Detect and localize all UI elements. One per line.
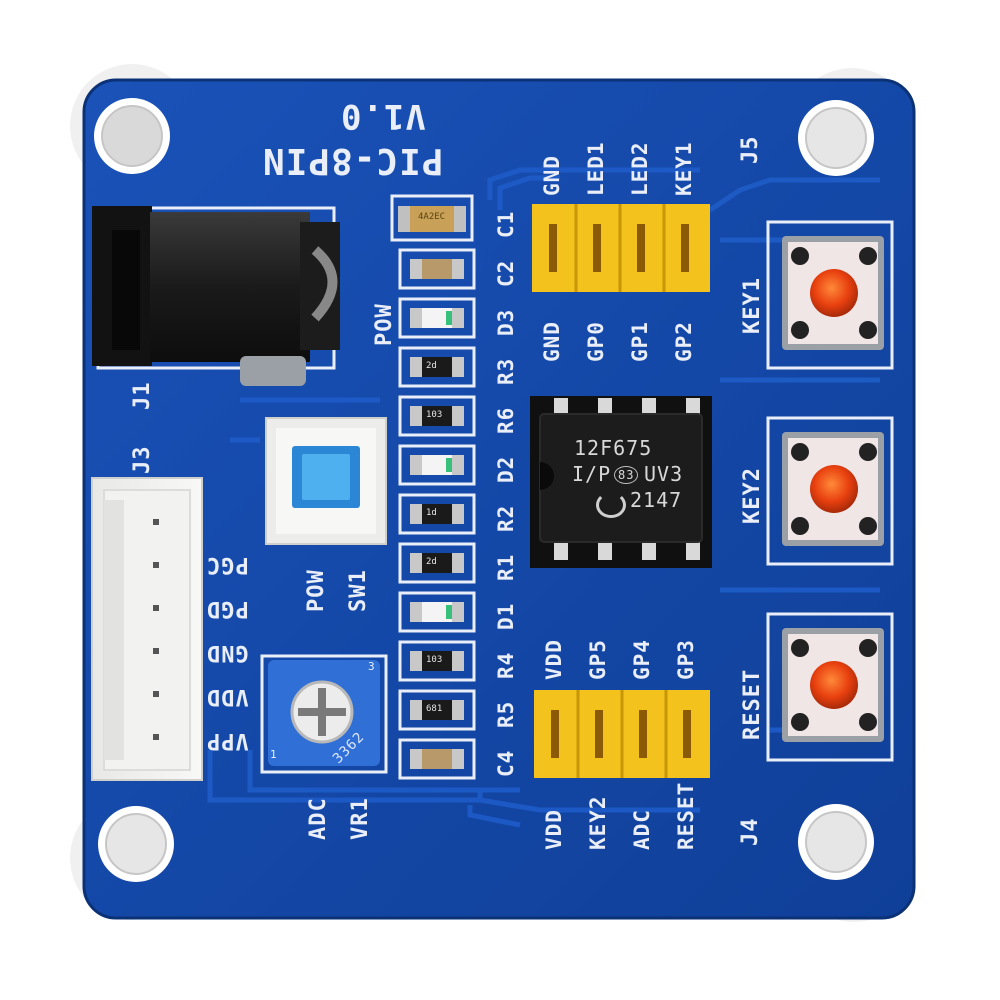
jumper-block-j4	[534, 690, 710, 778]
c1-code: 4A2EC	[418, 212, 446, 222]
smd-code: 2d	[426, 361, 437, 371]
j4-bottom-key2: KEY2	[586, 795, 610, 850]
j5-top-gnd: GND	[540, 155, 564, 196]
smd-part	[398, 297, 476, 339]
smd-label-r4: R4	[494, 651, 518, 679]
label-key1: KEY1	[740, 277, 765, 334]
smd-label-d3: D3	[494, 308, 518, 336]
dc-jack-j1	[92, 206, 340, 386]
label-j3: J3	[130, 445, 155, 475]
smd-label-d2: D2	[494, 455, 518, 483]
label-sw1-pow: POW	[304, 569, 329, 612]
smd-label-r2: R2	[494, 504, 518, 532]
smd-column	[390, 194, 474, 242]
prog-pin-vdd: VDD	[206, 684, 249, 709]
smd-label-d1: D1	[494, 602, 518, 630]
label-vr1-adc: ADC	[306, 797, 331, 840]
smd-code: 681	[426, 704, 443, 714]
label-j4: J4	[738, 817, 763, 847]
chip-line2b: UV3	[644, 462, 684, 486]
label-j5: J5	[738, 135, 763, 165]
smd-label-c2: C2	[494, 259, 518, 287]
smd-code: 103	[426, 655, 443, 665]
power-switch-sw1	[265, 417, 387, 545]
j4-bottom-reset: RESET	[674, 781, 698, 850]
smd-code: 103	[426, 410, 443, 420]
label-pow-led: POW	[372, 303, 397, 346]
smd-label-r1: R1	[494, 553, 518, 581]
chip-logo: 83	[614, 466, 639, 484]
smd-part	[398, 395, 476, 437]
j5-bottom-gp1: GP1	[628, 321, 652, 362]
prog-pin-gnd: GND	[206, 640, 249, 665]
smd-label-c4: C4	[494, 749, 518, 777]
smd-part	[398, 444, 476, 486]
j5-bottom-gp0: GP0	[584, 321, 608, 362]
smd-label-r5: R5	[494, 700, 518, 728]
j4-top-gp3: GP3	[674, 639, 698, 680]
board-title: PIC-8PIN	[262, 140, 444, 181]
j4-top-vdd: VDD	[542, 639, 566, 680]
smd-part	[398, 542, 476, 584]
button-key2	[766, 416, 894, 566]
button-reset	[766, 612, 894, 762]
smd-part	[398, 640, 476, 682]
smd-part	[398, 591, 476, 633]
smd-label-r6: R6	[494, 406, 518, 434]
smd-label-c1: C1	[494, 210, 518, 238]
label-vr1: VR1	[348, 797, 373, 840]
j5-bottom-gp2: GP2	[672, 321, 696, 362]
smd-part	[398, 738, 476, 780]
chip-line3: 2147	[630, 488, 683, 512]
j5-top-led2: LED2	[628, 141, 652, 196]
j4-top-gp5: GP5	[586, 639, 610, 680]
j5-bottom-gnd: GND	[540, 321, 564, 362]
potentiometer-vr1	[260, 654, 388, 774]
smd-label-r3: R3	[494, 357, 518, 385]
button-key1	[766, 220, 894, 370]
j5-top-led1: LED1	[584, 141, 608, 196]
label-sw1: SW1	[346, 569, 371, 612]
prog-pin-pgc: PGC	[206, 552, 249, 577]
j5-top-key1: KEY1	[672, 141, 696, 196]
chip-line2: I/P	[572, 462, 612, 486]
label-j1: J1	[130, 381, 155, 411]
smd-part	[398, 493, 476, 535]
j4-bottom-vdd: VDD	[542, 809, 566, 850]
smd-part	[398, 248, 476, 290]
prog-header-j3	[91, 477, 203, 781]
j4-bottom-adc: ADC	[630, 809, 654, 850]
prog-pin-vpp: VPP	[206, 728, 249, 753]
board-version: V1.0	[340, 96, 426, 136]
mounting-holes	[94, 98, 874, 882]
smd-code: 1d	[426, 508, 437, 518]
label-reset: RESET	[740, 668, 765, 740]
pot-pin1: 1	[270, 748, 278, 761]
chip-line1: 12F675	[574, 436, 653, 460]
smd-part	[398, 346, 476, 388]
pot-pin3: 3	[368, 660, 376, 673]
smd-part	[398, 689, 476, 731]
smd-rows	[398, 248, 476, 780]
label-key2: KEY2	[740, 467, 765, 524]
j4-top-gp4: GP4	[630, 639, 654, 680]
smd-code: 2d	[426, 557, 437, 567]
jumper-block-j5	[532, 204, 710, 292]
prog-pin-pgd: PGD	[206, 596, 249, 621]
microchip-logo-icon	[596, 492, 626, 518]
